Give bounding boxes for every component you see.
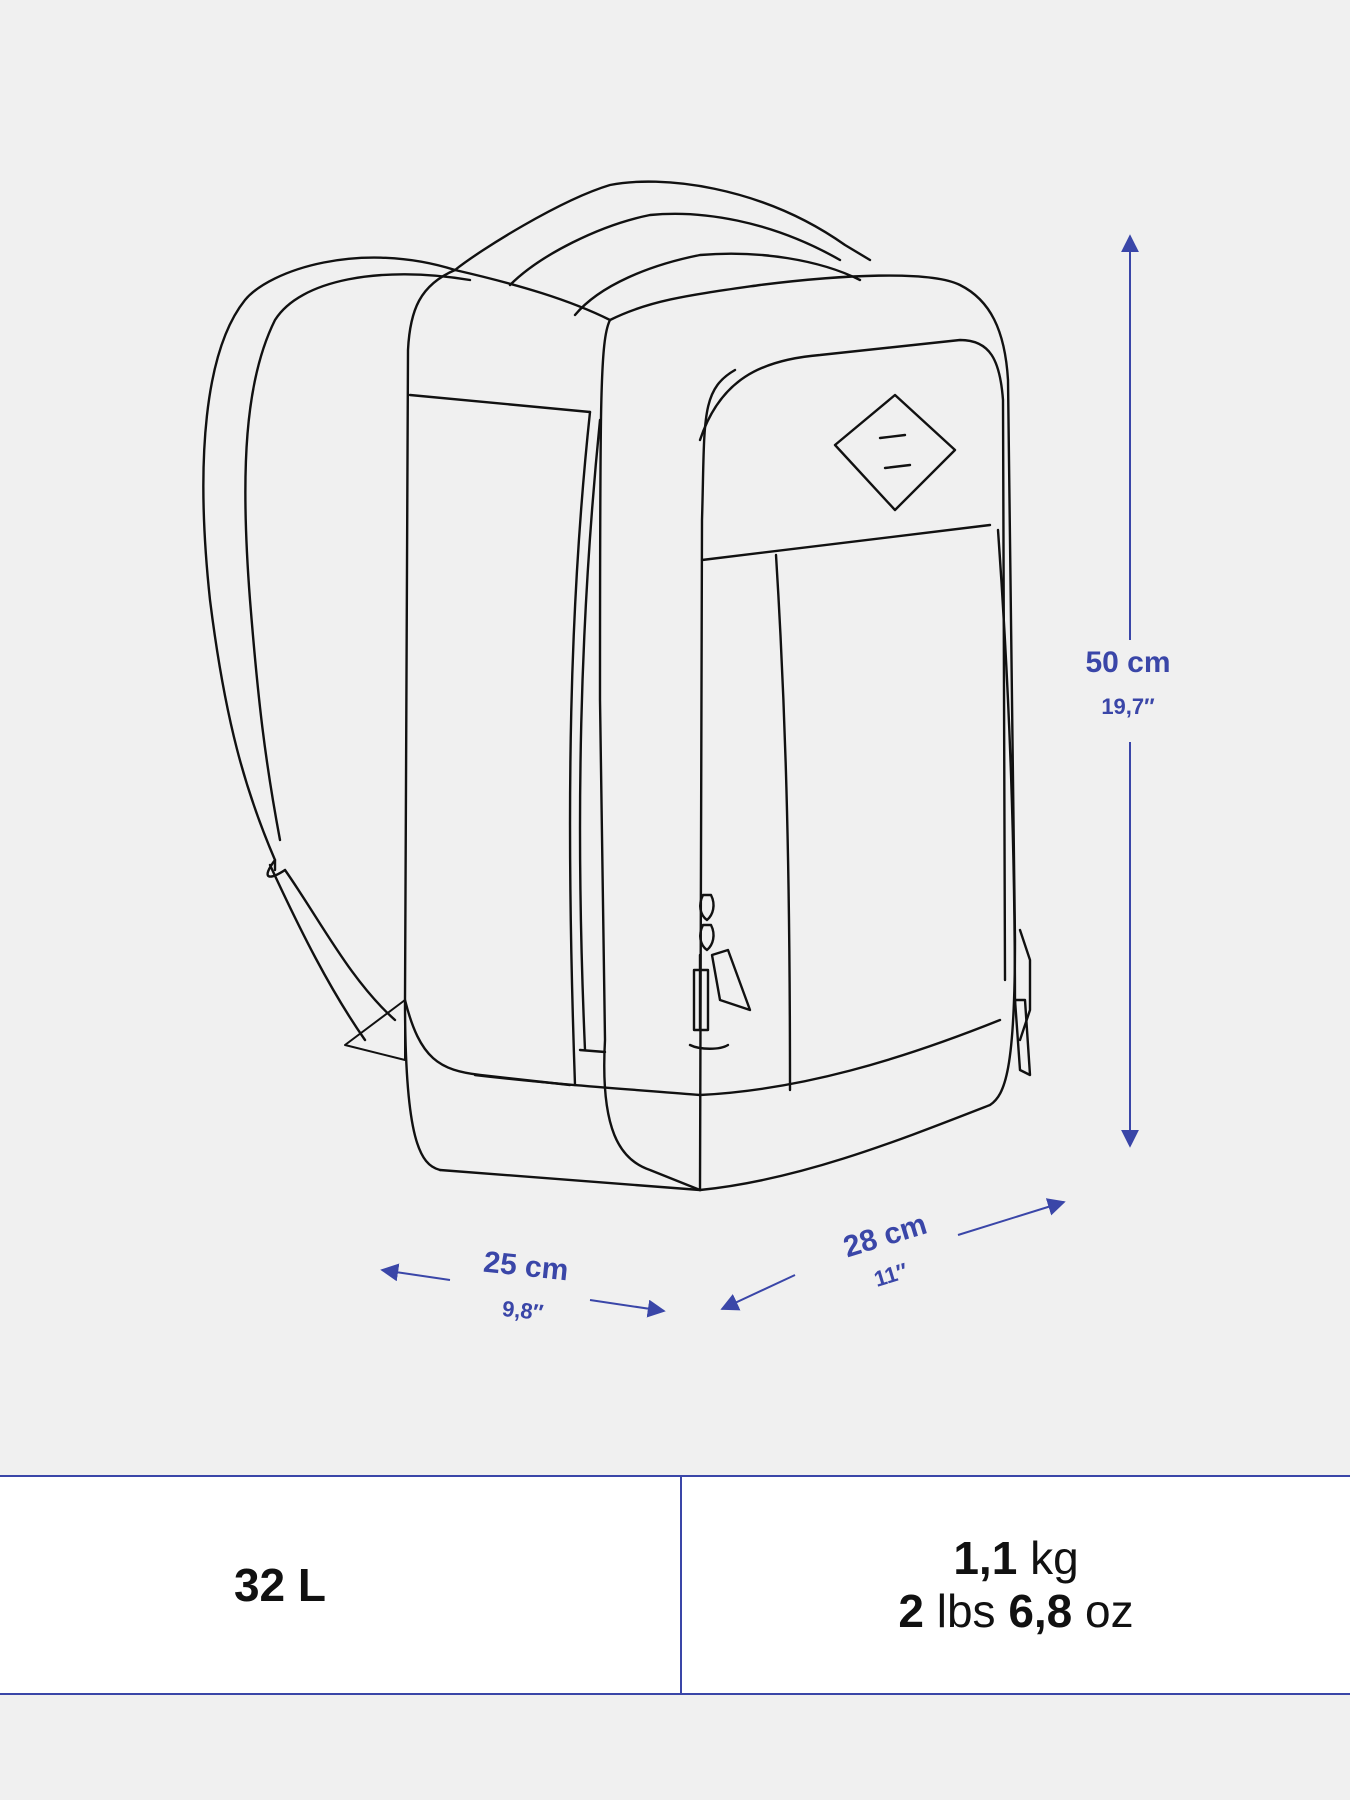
width-imperial: 11″ <box>871 1258 911 1292</box>
weight-metric-unit: kg <box>1030 1532 1079 1585</box>
weight-metric-value: 1,1 <box>953 1532 1018 1585</box>
width-arrow-right <box>957 1198 1066 1236</box>
backpack-illustration <box>202 180 1032 1192</box>
weight-metric: 1,1 kg <box>953 1532 1078 1585</box>
weight-cell: 1,1 kg 2 lbs 6,8 oz <box>682 1477 1350 1693</box>
volume-cell: 32 L <box>0 1477 560 1693</box>
depth-metric: 25 cm <box>482 1246 570 1288</box>
side-panel <box>403 268 457 1172</box>
width-arrow-left <box>720 1274 796 1311</box>
height-dimension: 50 cm 19,7″ <box>1085 234 1171 1148</box>
specs-divider <box>680 1477 682 1693</box>
weight-lbs-unit: lbs <box>936 1585 996 1637</box>
zipper-pull <box>699 893 715 922</box>
depth-dimension: 25 cm 9,8″ <box>380 1246 666 1325</box>
width-metric: 28 cm <box>840 1208 931 1264</box>
logo-patch <box>833 393 957 512</box>
depth-arrow-right <box>589 1299 666 1318</box>
front-panel <box>608 274 1017 1192</box>
top-handle <box>453 180 872 272</box>
specs-table: 32 L 1,1 kg 2 lbs 6,8 oz <box>0 1475 1350 1695</box>
weight-oz-value: 6,8 <box>1008 1585 1073 1637</box>
depth-imperial: 9,8″ <box>501 1296 545 1325</box>
height-imperial: 19,7″ <box>1101 694 1155 719</box>
weight-oz-unit: oz <box>1085 1585 1134 1637</box>
weight-lbs-value: 2 <box>898 1585 924 1637</box>
height-metric: 50 cm <box>1085 646 1170 679</box>
width-dimension: 28 cm 11″ <box>720 1198 1066 1311</box>
depth-arrow-left <box>380 1263 451 1282</box>
weight-imperial: 2 lbs 6,8 oz <box>898 1585 1133 1638</box>
shoulder-strap <box>202 256 457 872</box>
volume-value: 32 L <box>233 1558 327 1611</box>
